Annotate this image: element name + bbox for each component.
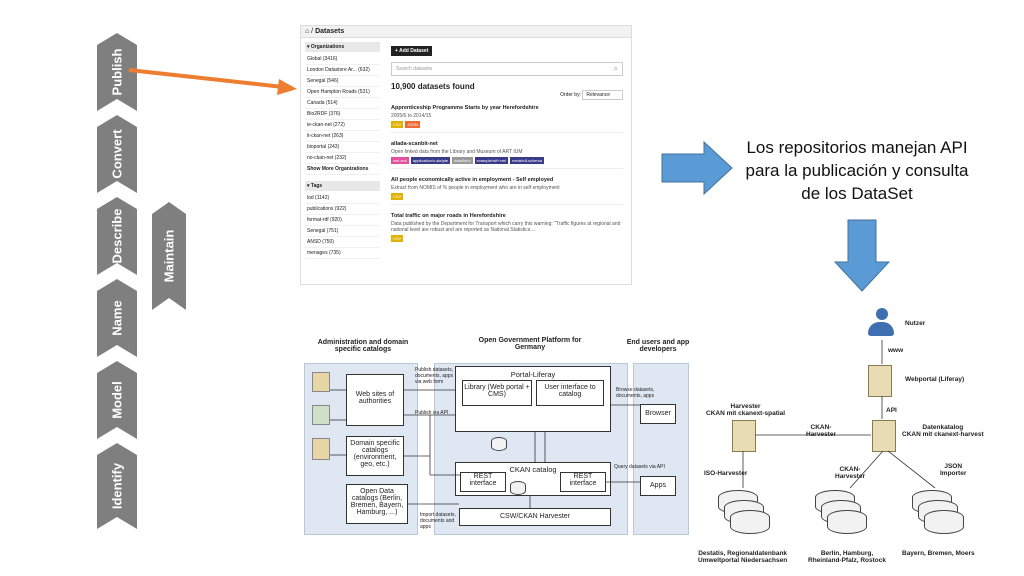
stage-convert: Convert [97,115,137,193]
org-item[interactable]: bioportal (243) [305,142,380,153]
datenkatalog-label: Datenkatalog CKAN mit ckanext-harvest [902,424,984,438]
database-icon [827,510,867,534]
org-item[interactable]: Canada (514) [305,98,380,109]
org-item[interactable]: London Datastore Ar... (632) [305,65,380,76]
ckan-screenshot: ⌂ / Datasets ▾ Organizations Global (341… [300,25,632,285]
add-dataset-button[interactable]: + Add Dataset [391,46,433,56]
database-icon [730,510,770,534]
database-icon [491,437,507,451]
rest-interface-left: REST interface [460,472,506,492]
dataset-item[interactable]: Apprenticeship Programme Starts by year … [391,105,623,133]
stage-describe: Describe [97,197,137,275]
edge-publish: Publish datasets, documents, apps via we… [415,367,454,385]
harvester-box: CSW/CKAN Harvester [459,508,611,526]
database-icon [510,481,526,495]
tag-item[interactable]: publications (922) [305,204,380,215]
org-item[interactable]: Senegal (546) [305,76,380,87]
api-note: Los repositorios manejan API para la pub… [745,138,969,203]
web-sites-box: Web sites of authorities [346,374,404,426]
rest-interface-right: REST interface [560,472,606,492]
show-more-orgs-link[interactable]: Show More Organizations [305,164,380,175]
ckan-sidebar: ▾ Organizations Global (3416) London Dat… [305,42,380,259]
apps-box: Apps [640,476,676,496]
tag-item[interactable]: Senegal (751) [305,226,380,237]
stage-maintain: Maintain [152,202,186,310]
tag-item[interactable]: menages (735) [305,248,380,259]
document-icon [312,372,330,392]
org-item[interactable]: Bio2RDF (376) [305,109,380,120]
source-destatis-label: Destatis, Regionaldatenbank Umweltportal… [698,550,788,564]
breadcrumb: ⌂ / Datasets [301,26,631,38]
stage-name: Name [97,279,137,357]
org-item[interactable]: Global (3416) [305,54,380,65]
iso-harvester-label: ISO-Harvester [704,470,748,477]
open-data-catalogs-box: Open Data catalogs (Berlin, Bremen, Baye… [346,484,408,524]
panel-users [633,363,689,535]
stage-model: Model [97,361,137,439]
stage-identify: Identify [97,443,137,529]
ckan-main: + Add Dataset Search datasets ⌕ 10,900 d… [391,46,623,246]
browser-box: Browser [640,404,676,424]
search-input[interactable]: Search datasets ⌕ [391,62,623,76]
edge-publish-api: Publish via API [415,410,449,416]
search-icon[interactable]: ⌕ [613,64,618,73]
database-icon [312,438,330,460]
tag-item[interactable]: lod (1142) [305,193,380,204]
blue-arrow-down [833,219,891,292]
harvester-server-icon [732,420,756,452]
library-box: Library (Web portal + CMS) [462,380,532,406]
datasets-found: 10,900 datasets found [391,82,475,91]
col2-title: Open Government Platform for Germany [478,337,582,351]
database-icon [924,510,964,534]
organizations-header: ▾ Organizations [305,42,380,52]
tag-item[interactable]: format-rdf (920) [305,215,380,226]
home-icon[interactable]: ⌂ [305,28,310,35]
harvester-label: Harvester CKAN mit ckanext-spatial [706,403,786,417]
ckan-harvester-edge-label: CKAN- Harvester [806,424,836,438]
nutzer-label: Nutzer [905,320,926,327]
architecture-connectors [742,340,936,489]
api-label: API [886,407,897,414]
user-icon [868,308,896,338]
edge-query: Query datasets via API [614,464,665,470]
domain-catalogs-box: Domain specific catalogs (environment, g… [346,436,404,476]
source-berlin-label: Berlin, Hamburg, Rheinland-Pfalz, Rostoc… [808,550,887,564]
col3-title: End users and app developers [626,339,690,353]
govdata-connectors [330,389,640,508]
blue-arrow-right [661,140,733,196]
datenkatalog-server-icon [872,420,896,452]
dataset-item[interactable]: All people economically active in employ… [391,177,623,205]
dataset-item[interactable]: Total traffic on major roads in Hereford… [391,213,621,242]
edge-browse: Browse datasets, documents, apps [616,387,655,399]
orange-arrow [128,68,297,95]
ui-catalog-box: User interface to catalog [536,380,604,406]
order-by[interactable]: Order by: Relevance [560,90,623,100]
tag-item[interactable]: ANSD (750) [305,237,380,248]
org-item[interactable]: it-ckan-net (263) [305,131,380,142]
ckan-harvester2-label: CKAN- Harvester [835,466,865,480]
json-importer-label: JSON Importer [940,463,967,477]
dataset-item[interactable]: allada-scanbit-net Open linked data from… [391,141,623,169]
org-item[interactable]: no-ckan-net (232) [305,153,380,164]
webportal-label: Webportal (Liferay) [905,376,965,383]
org-item[interactable]: ie-ckan-net (272) [305,120,380,131]
edge-import: Import datasets, documents and apps [420,512,456,530]
col1-title: Administration and domain specific catal… [317,339,409,353]
document-icon [312,405,330,425]
org-item[interactable]: Open Hampton Roads (531) [305,87,380,98]
webportal-server-icon [868,365,892,397]
source-bayern-label: Bayern, Bremen, Moers [902,550,975,557]
tags-header: ▾ Tags [305,181,380,191]
www-label: www [888,347,904,354]
